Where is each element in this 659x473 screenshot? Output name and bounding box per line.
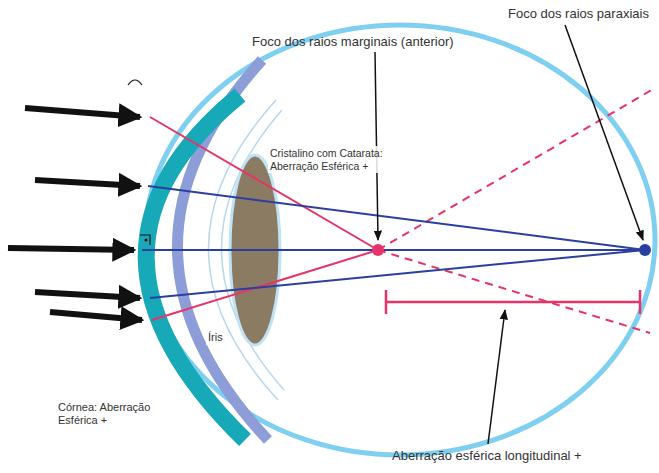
marginal-focus bbox=[372, 244, 384, 256]
focus-label: Foco dos raios paraxiais bbox=[508, 6, 649, 22]
paraxial-focus bbox=[639, 244, 651, 256]
part-label: Córnea: Aberração Esférica + bbox=[56, 400, 175, 428]
incident-arrows bbox=[8, 108, 142, 320]
marginal-rays bbox=[150, 88, 655, 333]
right-angle-dot bbox=[145, 239, 148, 242]
paraxial-rays bbox=[142, 186, 645, 298]
sclera bbox=[145, 25, 655, 455]
part-label: Cristalino com Catarata: Aberração Esfér… bbox=[268, 146, 400, 173]
measure-label: Aberração esférica longitudinal + bbox=[392, 448, 582, 464]
focus-label: Foco dos raios marginais (anterior) bbox=[252, 34, 454, 50]
leader-lines bbox=[375, 25, 643, 444]
part-label: Íris bbox=[206, 330, 225, 345]
right-angle-mark bbox=[140, 235, 150, 245]
angle-mark bbox=[128, 80, 142, 85]
aberration-bracket bbox=[386, 290, 640, 314]
